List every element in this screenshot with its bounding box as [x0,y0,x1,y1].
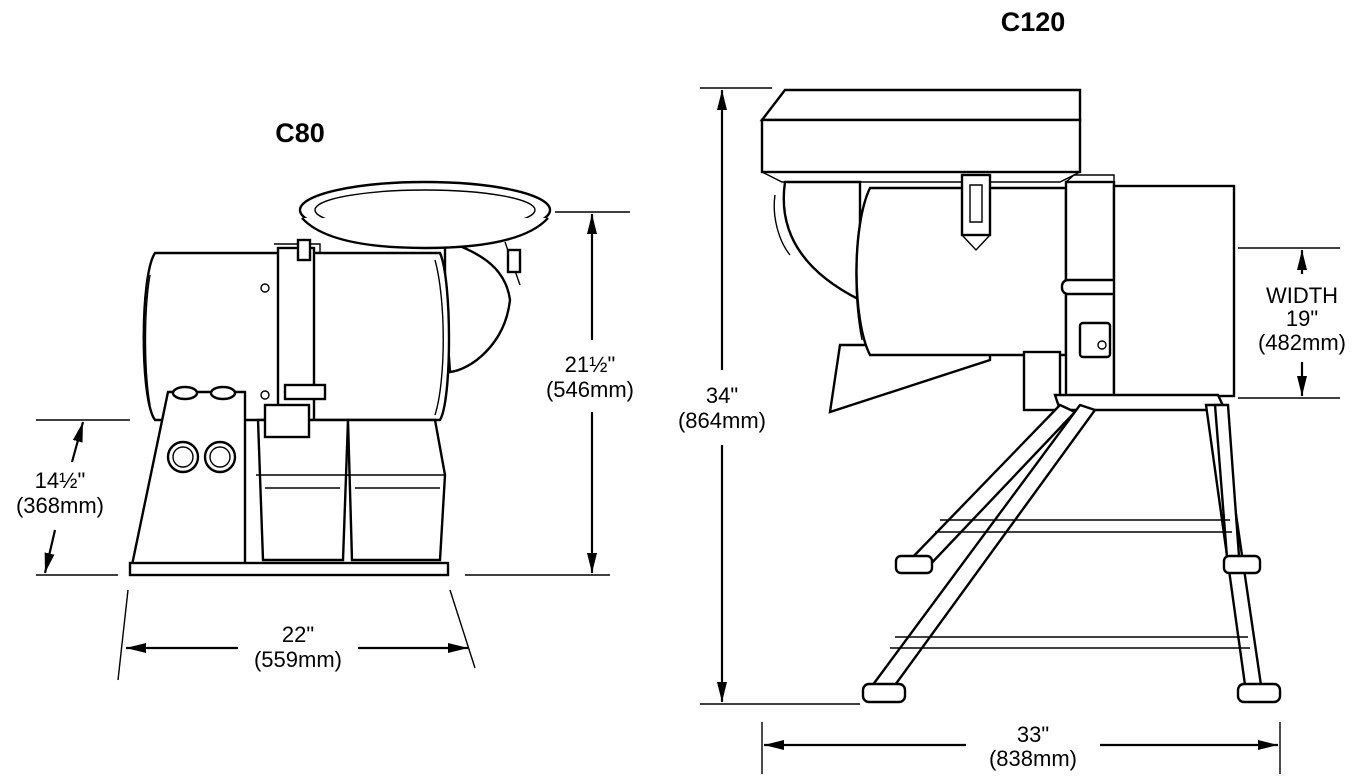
c120-hood [759,88,1082,183]
c120-rear-housing [1112,184,1236,398]
c120-title: C120 [1001,7,1066,37]
c120-width-dimension: WIDTH 19" (482mm) [1238,247,1346,399]
c80-motor-housing [142,238,451,422]
c80-hopper [298,180,552,374]
c120-length-mm: (838mm) [989,746,1077,771]
c80-title: C80 [275,118,325,148]
c80-height-dimension: 21½" (546mm) [465,211,634,576]
c120-length-inches: 33" [1017,722,1049,747]
c120-motor-housing [855,173,1068,357]
c80-control-box [130,385,247,567]
c120-width-inches: 19" [1286,306,1318,331]
c120-height-inches: 34" [706,383,738,408]
c80-drawing: C80 [16,118,634,681]
c80-base-inches: 14½" [35,468,86,493]
c80-width-mm: (559mm) [254,647,342,672]
c80-height-inches: 21½" [565,352,616,377]
c120-length-dimension: 33" (838mm) [761,722,1281,774]
c80-base-mm: (368mm) [16,493,104,518]
c80-base-dimension: 14½" (368mm) [16,419,130,576]
c80-width-dimension: 22" (559mm) [117,589,476,681]
c80-base-plate [128,561,450,577]
c120-height-mm: (864mm) [678,408,766,433]
c120-control-column [1060,174,1122,399]
c120-drawing: C120 [678,7,1346,774]
c120-stand [861,393,1282,704]
c120-lower-block [1022,350,1062,412]
c80-height-mm: (546mm) [546,377,634,402]
c80-width-inches: 22" [282,622,314,647]
c120-width-mm: (482mm) [1258,330,1346,355]
c120-height-dimension: 34" (864mm) [678,87,860,705]
c80-bins [256,403,447,562]
c120-width-label: WIDTH [1266,283,1338,308]
